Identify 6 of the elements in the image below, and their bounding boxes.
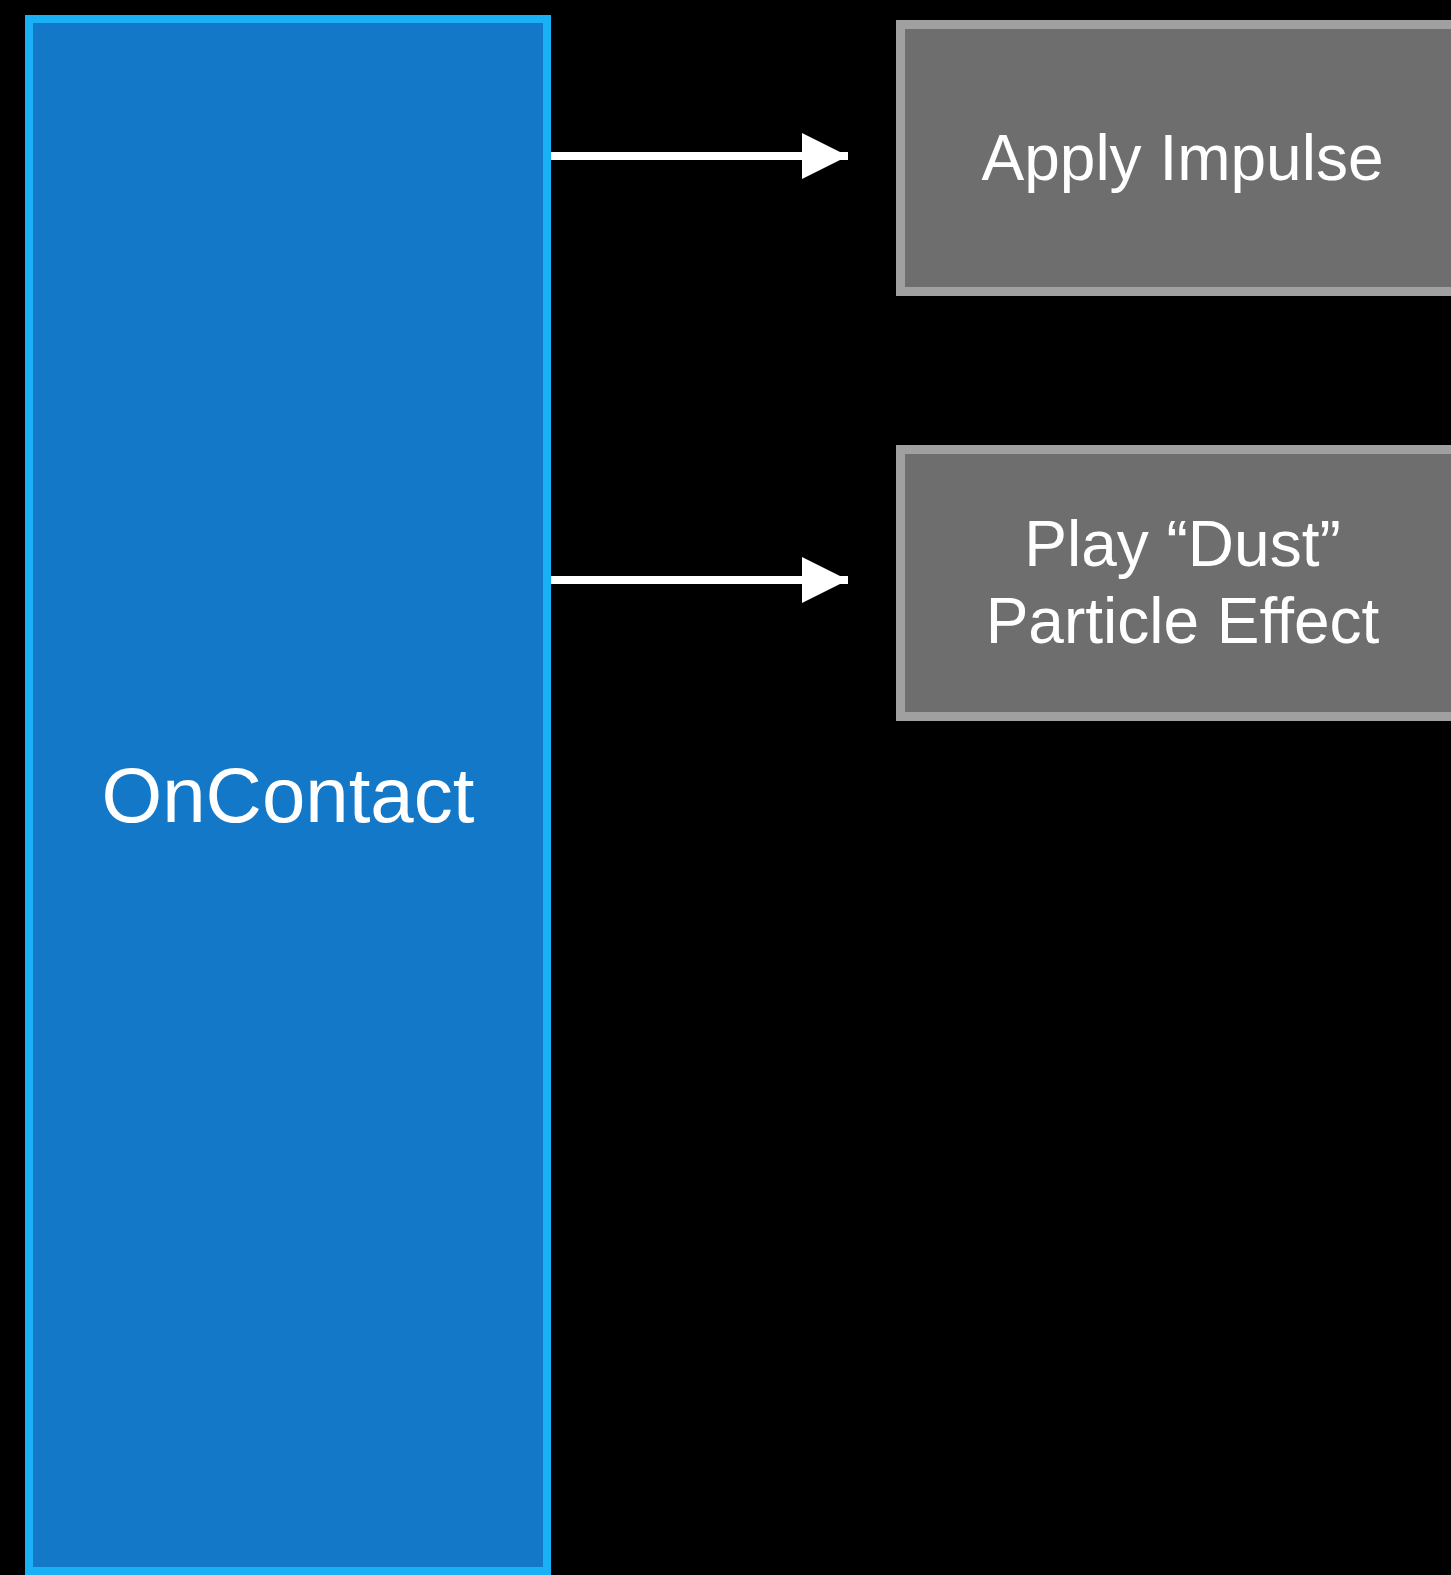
trigger-box (25, 15, 551, 1575)
action-box (896, 445, 1451, 721)
node-label: OnContact (100, 749, 476, 841)
node-label: Apply Impulse (980, 120, 1385, 196)
node-label: Play “Dust” Particle Effect (984, 507, 1381, 659)
action-box (896, 20, 1451, 296)
